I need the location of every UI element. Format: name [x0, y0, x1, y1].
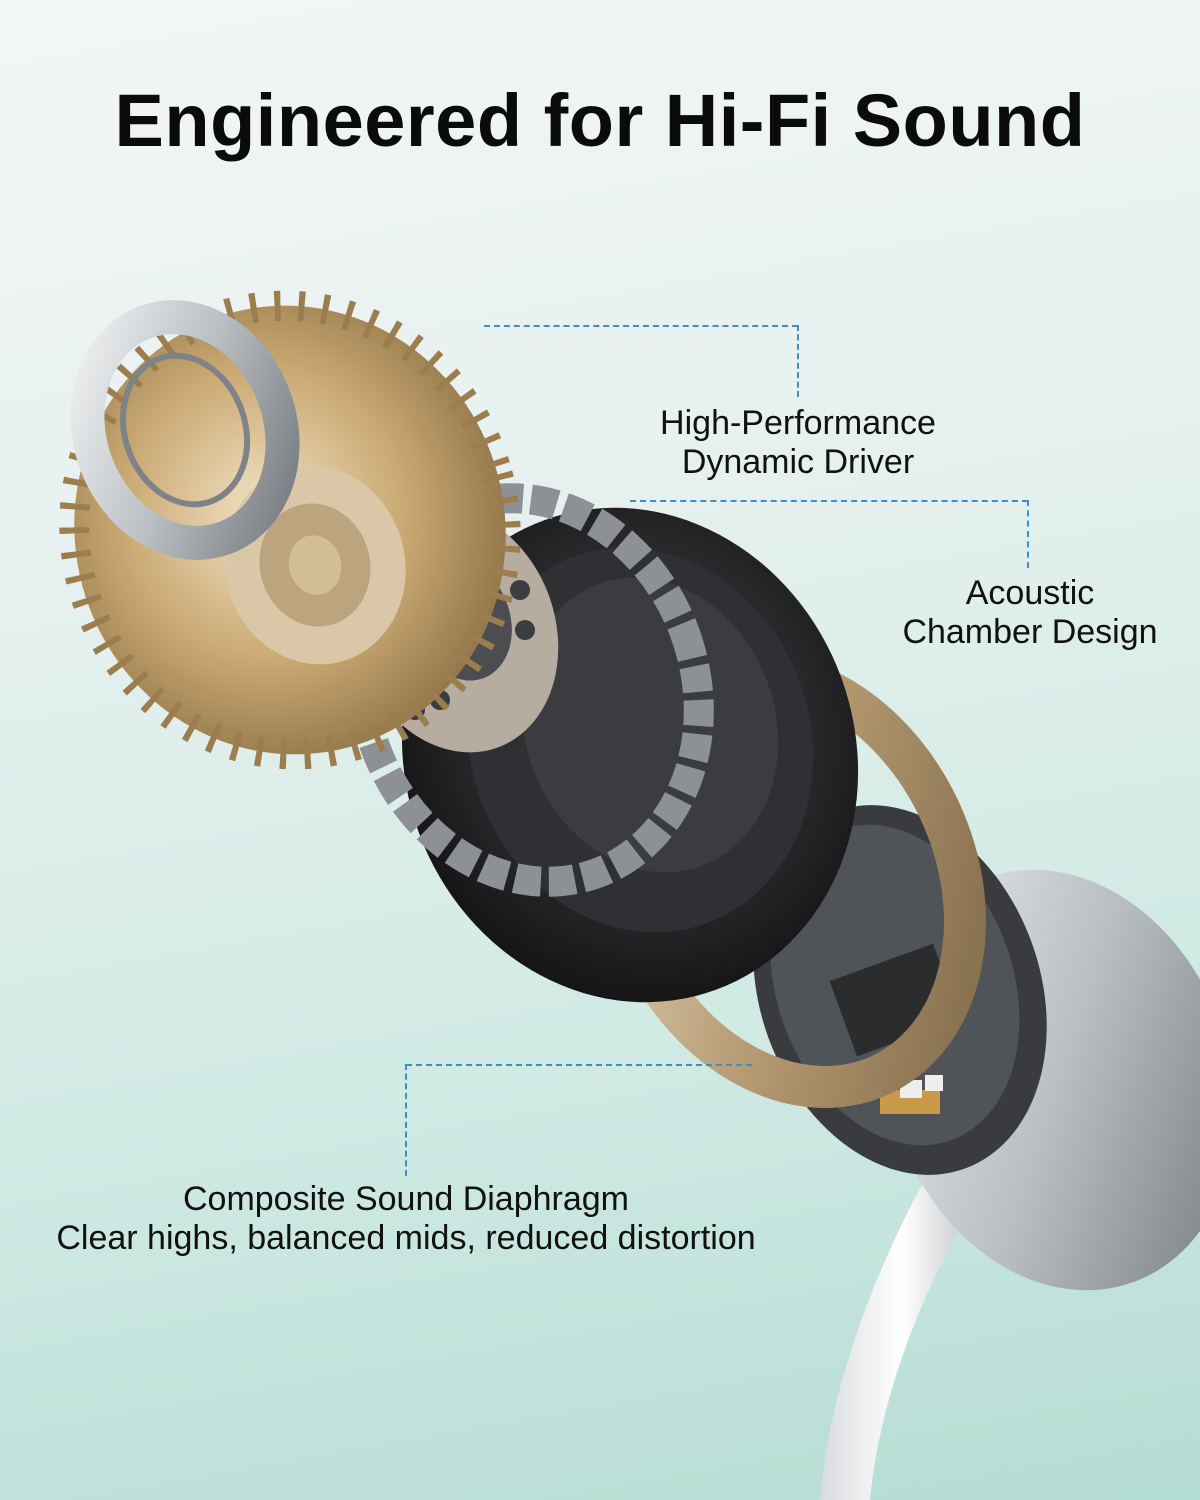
chamber-callout-line [630, 500, 1028, 502]
chamber-label: Acoustic Chamber Design [860, 574, 1200, 652]
composite-diaphragm [59, 290, 521, 770]
front-ring [70, 300, 300, 560]
chamber-label-line1: Acoustic [965, 574, 1095, 612]
magnet-ring [346, 483, 714, 897]
diaphragm-callout-line-vertical [405, 1064, 407, 1176]
diaphragm-label: Composite Sound Diaphragm Clear highs, b… [10, 1180, 802, 1258]
chamber-label-line2: Chamber Design [902, 613, 1158, 651]
driver-callout-line [484, 325, 798, 327]
chamber-callout-line-vertical [1027, 500, 1029, 568]
diaphragm-label-line2: Clear highs, balanced mids, reduced dist… [56, 1219, 756, 1257]
driver-label: High-Performance Dynamic Driver [600, 404, 996, 482]
driver-label-line2: Dynamic Driver [681, 443, 915, 481]
diaphragm-label-line1: Composite Sound Diaphragm [182, 1180, 630, 1218]
driver-label-line1: High-Performance [660, 404, 936, 442]
cable [820, 1170, 985, 1500]
driver-callout-line-vertical [797, 325, 799, 397]
diaphragm-callout-line [406, 1064, 752, 1066]
page-title: Engineered for Hi-Fi Sound [114, 79, 1086, 162]
